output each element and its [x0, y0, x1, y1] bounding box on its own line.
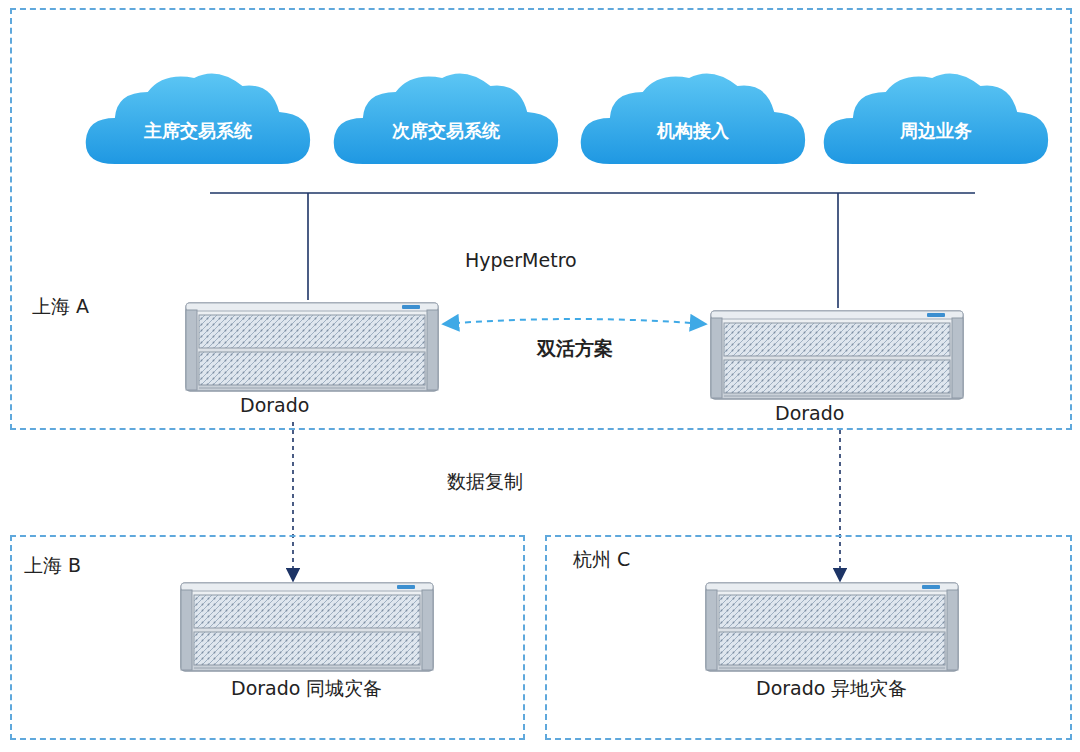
site-label: 上海 B — [24, 553, 81, 579]
bus-drop — [307, 193, 309, 300]
array-label: Dorado — [775, 402, 844, 424]
site-region: 杭州 C Dorado 异地灾备 — [545, 535, 1072, 740]
replication-arrow — [839, 430, 841, 581]
replication-arrow — [292, 422, 294, 581]
array-label: Dorado 异地灾备 — [756, 676, 907, 702]
storage-array-icon — [710, 310, 964, 402]
business-cloud: 主席交易系统 — [82, 70, 314, 168]
array-label: Dorado — [240, 394, 309, 416]
cloud-shape — [330, 70, 562, 168]
site-label: 杭州 C — [573, 547, 630, 573]
storage-array-icon — [705, 582, 959, 674]
storage-array: Dorado — [710, 310, 964, 426]
cloud-label: 次席交易系统 — [392, 119, 500, 143]
storage-array-icon — [185, 302, 439, 394]
cloud-label: 主席交易系统 — [144, 119, 252, 143]
flow-label: 数据复制 — [447, 469, 523, 495]
bus-line — [210, 192, 975, 194]
business-cloud: 机构接入 — [577, 70, 809, 168]
cloud-label: 周边业务 — [900, 119, 972, 143]
protocol-label: HyperMetro — [465, 249, 577, 271]
array-label: Dorado 同城灾备 — [231, 676, 382, 702]
storage-array-icon — [180, 582, 434, 674]
storage-array: Dorado 同城灾备 — [180, 582, 434, 704]
business-cloud: 次席交易系统 — [330, 70, 562, 168]
cloud-shape — [82, 70, 314, 168]
cloud-shape — [820, 70, 1052, 168]
bus-drop — [837, 193, 839, 308]
edge-label: 双活方案 — [537, 336, 613, 362]
storage-array: Dorado — [185, 302, 439, 418]
active-active-arrow — [443, 319, 706, 324]
cloud-shape — [577, 70, 809, 168]
site-label: 上海 A — [32, 294, 89, 320]
cloud-label: 机构接入 — [657, 119, 729, 143]
site-region: 上海 A 主席交易系统 次席交易系统 机构接入 周边业务 Dorado Dorado — [10, 8, 1072, 430]
site-region: 上海 B Dorado 同城灾备 — [10, 535, 525, 740]
storage-array: Dorado 异地灾备 — [705, 582, 959, 704]
business-cloud: 周边业务 — [820, 70, 1052, 168]
